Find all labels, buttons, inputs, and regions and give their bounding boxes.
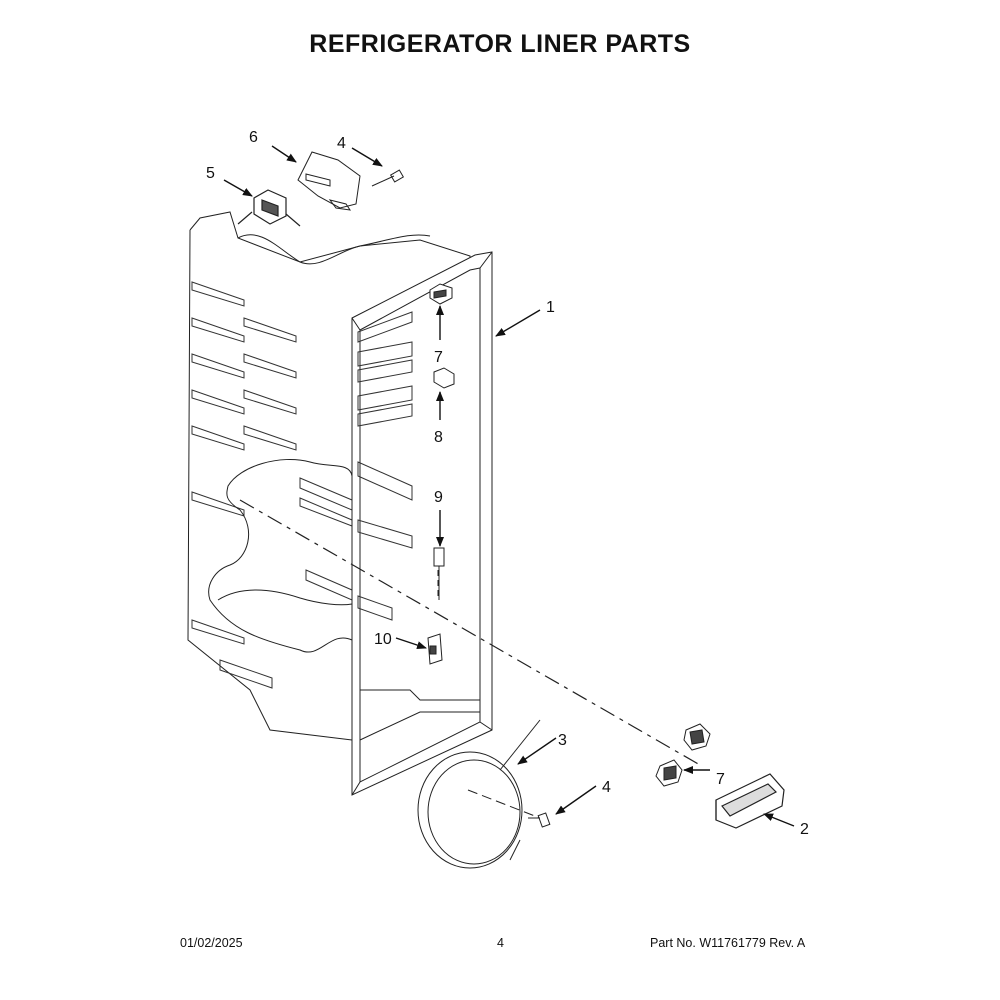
part-9-sensor xyxy=(433,547,445,600)
left-wall-rails xyxy=(191,281,297,689)
callout-3: 3 xyxy=(558,732,567,749)
footer-part-number: Part No. W11761779 Rev. A xyxy=(650,936,806,950)
ice-cavity xyxy=(208,459,353,653)
page-title: REFRIGERATOR LINER PARTS xyxy=(309,30,691,58)
alignment-line xyxy=(239,499,701,766)
part-7-bottom-upper xyxy=(683,723,711,751)
callout-10: 10 xyxy=(374,631,392,648)
part-7-bottom-lower xyxy=(655,759,683,787)
part-4-screw-bottom xyxy=(528,812,551,828)
callout-7-top: 7 xyxy=(434,349,443,366)
part-3-tube xyxy=(417,719,541,869)
callout-9: 9 xyxy=(434,489,443,506)
part-4-screw-top xyxy=(371,169,405,187)
callout-7-bottom: 7 xyxy=(716,771,725,788)
callout-1: 1 xyxy=(546,299,555,316)
footer-page-number: 4 xyxy=(497,936,504,950)
part-2-duct xyxy=(715,773,785,829)
callout-8: 8 xyxy=(434,429,443,446)
part-8-clip xyxy=(433,367,455,389)
callout-2: 2 xyxy=(800,821,809,838)
part-5-switch xyxy=(237,189,301,227)
callout-4-top: 4 xyxy=(337,135,346,152)
part-7-top xyxy=(429,283,453,305)
callout-6: 6 xyxy=(249,129,258,146)
part-6-bracket xyxy=(297,151,361,211)
liner-body xyxy=(187,211,493,796)
right-side-rails xyxy=(299,311,413,621)
part-10-clip xyxy=(427,633,443,665)
callout-5: 5 xyxy=(206,165,215,182)
footer-date: 01/02/2025 xyxy=(180,936,243,950)
callout-4-bottom: 4 xyxy=(602,779,611,796)
alignment-line-screw xyxy=(467,789,541,819)
leader-arrows xyxy=(223,145,795,827)
